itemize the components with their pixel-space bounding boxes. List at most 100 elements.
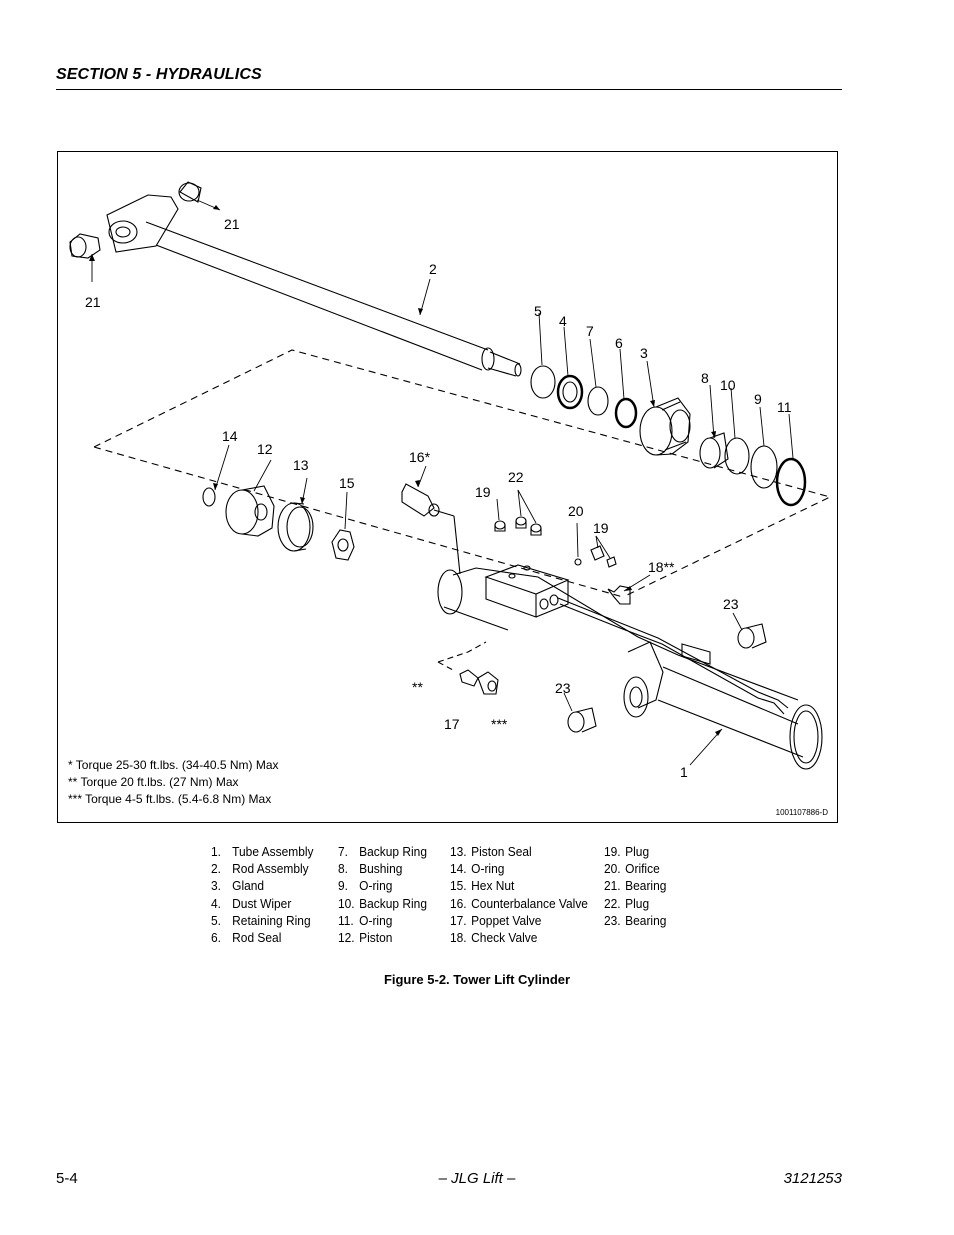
callout-12: 12 [257,441,273,457]
arrowheads [89,205,722,736]
poppet-valve-17 [437,641,499,695]
bearing-23-upper [737,623,767,649]
check-valve-18 [607,585,631,605]
callout-13: 13 [293,457,309,473]
legend-column-2: 7.Backup Ring 8.Bushing 9.O-ring 10.Back… [338,843,427,946]
callout-19-lower: 19 [593,520,609,536]
legend-item: 10.Backup Ring [338,895,427,911]
piston-12 [225,485,275,537]
hydraulic-line [557,597,789,709]
plug-19-lower [590,545,617,568]
plug-22a [515,516,527,529]
legend-column-1: 1.Tube Assembly 2.Rod Assembly 3.Gland 4… [211,843,313,946]
legend-item: 7.Backup Ring [338,844,427,859]
orifice-20 [574,558,582,566]
leader-lines [91,199,794,766]
legend-item: 19.Plug [604,844,650,859]
callout-23-upper: 23 [723,596,739,612]
o-ring-11 [775,457,807,507]
legend-item: 13.Piston Seal [450,844,532,859]
legend-item: 22.Plug [604,895,650,911]
gland-3 [639,397,691,456]
alignment-lines [93,349,832,598]
torque-note-1: * Torque 25-30 ft.lbs. (34-40.5 Nm) Max [68,758,279,772]
legend-item: 1.Tube Assembly [211,844,314,859]
piston-seal-13 [277,502,314,552]
callout-19-upper: 19 [475,484,491,500]
callout-23-lower: 23 [555,680,571,696]
torque-note-3: *** Torque 4-5 ft.lbs. (5.4-6.8 Nm) Max [68,792,271,806]
plug-22b [530,523,542,536]
dust-wiper-4-inner [562,381,578,403]
bearing-21-left [69,233,101,259]
callout-5: 5 [534,303,542,319]
plug-19-upper [494,520,506,532]
callout-16: 16* [409,449,431,465]
o-ring-14 [202,487,216,507]
callout-21-left: 21 [85,294,101,310]
legend-item: 3.Gland [211,878,265,894]
drawing-id: 1001107886-D [776,808,829,817]
retaining-ring-5 [530,365,556,399]
callout-18: 18** [648,559,675,575]
backup-ring-10 [724,437,750,475]
document-number: 3121253 [783,1170,842,1187]
legend-item: 21.Bearing [604,878,667,894]
bearing-21-top [178,181,202,203]
torque-note-2: ** Torque 20 ft.lbs. (27 Nm) Max [68,775,239,789]
legend-item: 23.Bearing [604,912,667,928]
legend-item: 18.Check Valve [450,930,538,946]
callout-8: 8 [701,370,709,386]
legend-item: 8.Bushing [338,861,403,877]
callout-4: 4 [559,313,567,329]
hydraulic-line-outer [559,603,785,715]
legend-item: 2.Rod Assembly [211,861,309,877]
legend-column-3: 13.Piston Seal 14.O-ring 15.Hex Nut 16.C… [450,843,588,946]
callout-15: 15 [339,475,355,491]
callout-2: 2 [429,261,437,277]
hex-nut-15 [331,529,355,561]
callout-7: 7 [586,323,594,339]
counterbalance-valve-16 [401,483,461,575]
legend-item: 5.Retaining Ring [211,912,311,928]
figure-frame: 21 21 2 5 4 7 6 3 8 10 9 11 14 12 13 15 … [57,151,838,823]
footer-brand: – JLG Lift – [438,1170,516,1187]
callout-double-star: ** [412,679,423,695]
backup-ring-7 [587,386,609,416]
legend-item: 15.Hex Nut [450,878,515,894]
tube-assembly-1 [437,567,823,770]
legend-item: 16.Counterbalance Valve [450,895,588,911]
figure-caption: Figure 5-2. Tower Lift Cylinder [383,972,571,987]
callout-11: 11 [777,399,792,415]
callout-6: 6 [615,335,623,351]
callout-triple-star: *** [491,716,508,732]
legend-item: 9.O-ring [338,878,393,894]
exploded-view-drawing: 21 21 2 5 4 7 6 3 8 10 9 11 14 12 13 15 … [68,181,832,817]
rod-seal-6 [614,397,638,429]
page-number: 5-4 [56,1170,78,1187]
rod-assembly-part [106,194,522,377]
legend-item: 11.O-ring [338,912,393,928]
callout-20: 20 [568,503,584,519]
bearing-23-lower [567,707,597,733]
legend-column-4: 19.Plug 20.Orifice 21.Bearing 22.Plug 23… [604,843,666,929]
callout-3: 3 [640,345,648,361]
legend-item: 12.Piston [338,930,393,946]
section-title: SECTION 5 - HYDRAULICS [56,66,262,83]
callout-9: 9 [754,391,762,407]
legend-item: 17.Poppet Valve [450,912,542,928]
header-rule [56,89,842,90]
callout-10: 10 [720,377,736,393]
bushing-8 [699,432,729,469]
callout-1: 1 [680,764,688,780]
legend-item: 20.Orifice [604,861,660,877]
valve-manifold-block [484,564,570,618]
dust-wiper-4 [556,374,584,410]
legend-item: 14.O-ring [450,861,505,877]
callout-21-top: 21 [224,216,240,232]
legend-item: 4.Dust Wiper [211,895,292,911]
legend-item: 6.Rod Seal [211,930,282,946]
callout-17: 17 [444,716,460,732]
callout-14: 14 [222,428,238,444]
callout-22: 22 [508,469,524,485]
